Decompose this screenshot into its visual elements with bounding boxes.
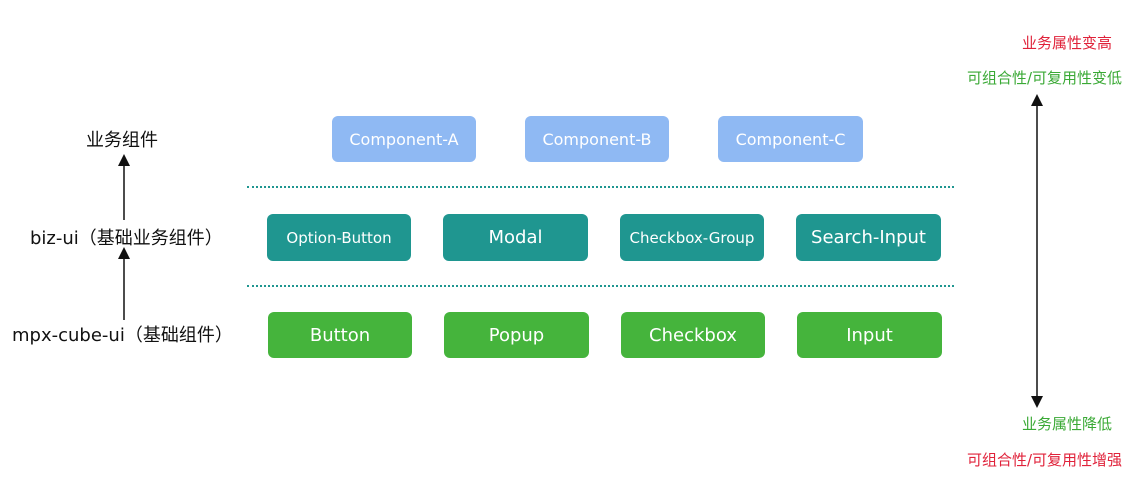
checkbox-box: Checkbox [621,312,765,358]
component-a-box: Component-A [332,116,476,162]
option-button-box: Option-Button [267,214,411,261]
input-box: Input [797,312,942,358]
scale-top-line2: 可组合性/可复用性变低 [966,69,1122,87]
biz-ui-layer-label: biz-ui（基础业务组件） [30,228,223,249]
component-b-box: Component-B [525,116,669,162]
scale-bottom-line1: 业务属性降低 [1021,415,1112,433]
divider-bottom [247,285,954,287]
checkbox-group-box: Checkbox-Group [620,214,764,261]
component-c-box: Component-C [718,116,863,162]
search-input-box: Search-Input [796,214,941,261]
divider-top [247,186,954,188]
scale-bottom-line2: 可组合性/可复用性增强 [966,451,1122,469]
popup-box: Popup [444,312,589,358]
scale-top-line1: 业务属性变高 [1021,34,1112,52]
button-box: Button [268,312,412,358]
business-layer-label: 业务组件 [86,130,158,151]
modal-box: Modal [443,214,588,261]
base-layer-label: mpx-cube-ui（基础组件） [12,325,233,346]
